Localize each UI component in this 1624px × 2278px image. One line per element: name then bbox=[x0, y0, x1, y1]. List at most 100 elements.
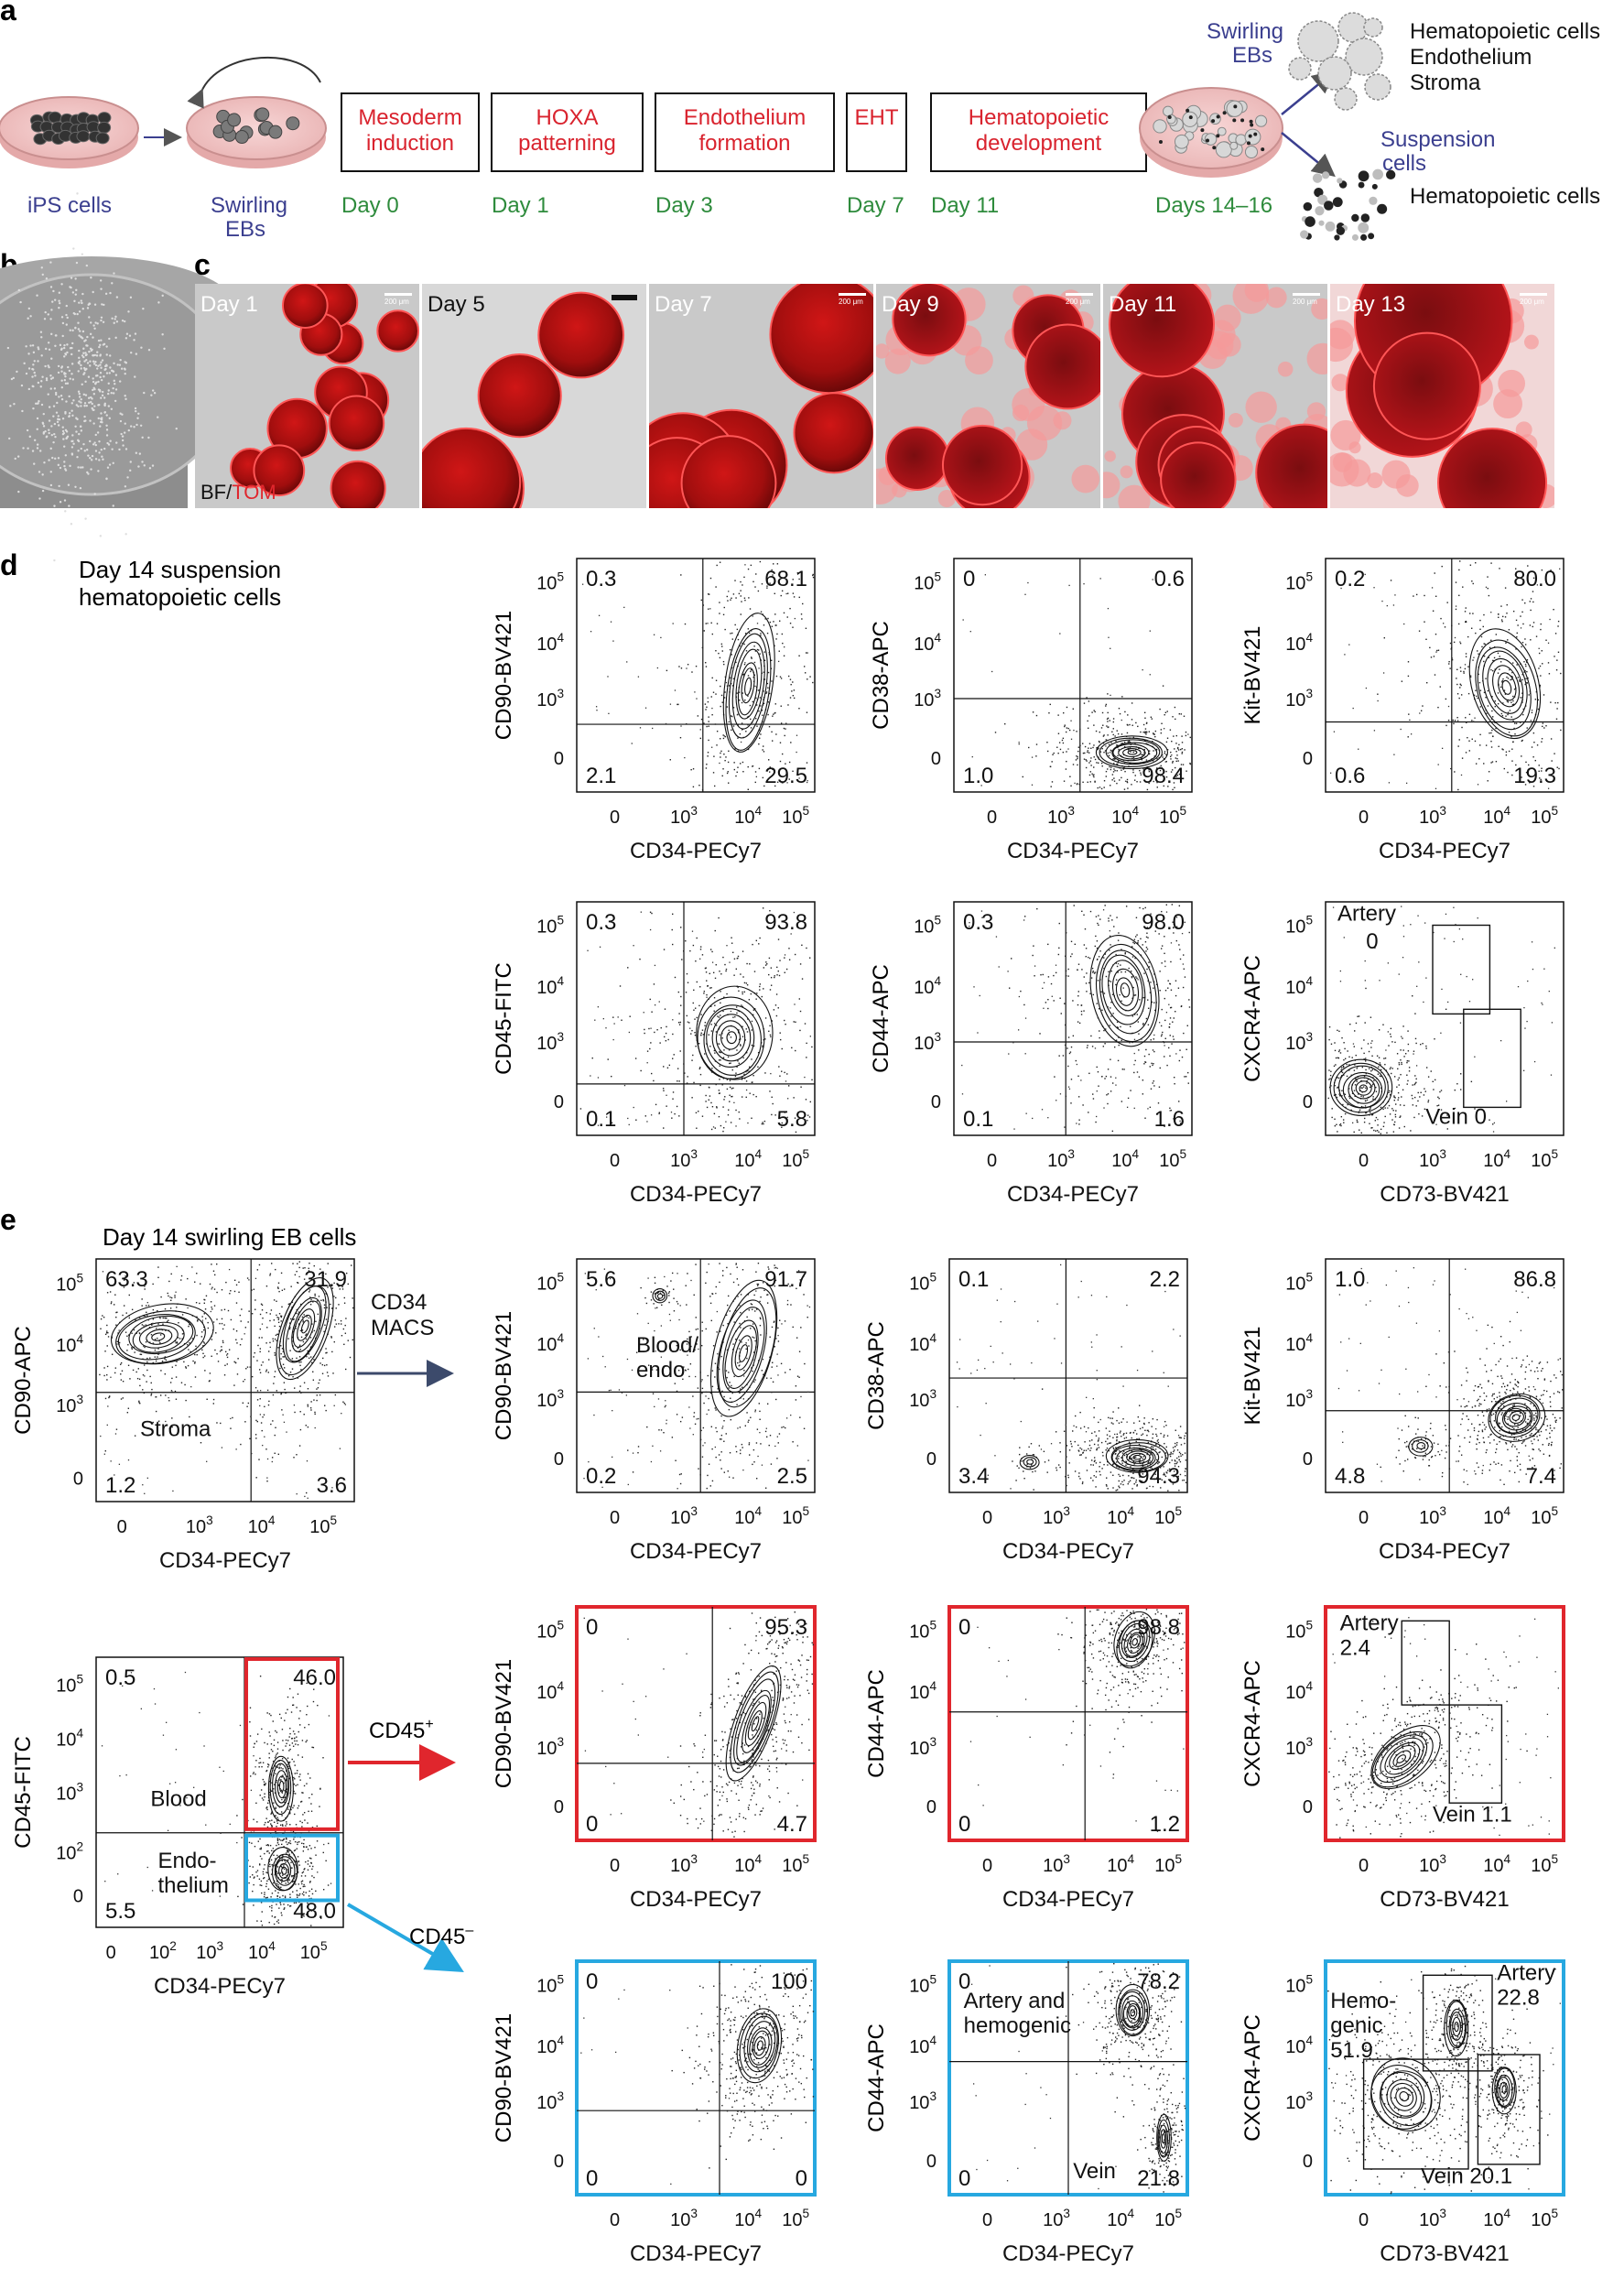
quadrant-value: 5.5 bbox=[105, 1899, 135, 1924]
contour bbox=[1450, 2012, 1464, 2041]
contour bbox=[1116, 1447, 1156, 1470]
tick-label: 0 bbox=[987, 808, 997, 828]
quadrant-value: 0 bbox=[958, 1812, 970, 1837]
contour bbox=[1130, 1452, 1147, 1462]
tick-label: 105 bbox=[782, 2207, 809, 2230]
tick-label: 105 bbox=[1285, 1619, 1313, 1643]
contour bbox=[117, 1314, 196, 1361]
tick-label: 105 bbox=[782, 1147, 809, 1171]
contour bbox=[1371, 1730, 1434, 1788]
quadrant-value: 0 bbox=[586, 1969, 598, 1994]
contour bbox=[1494, 2067, 1516, 2108]
quadrant-value: 0 bbox=[958, 1969, 970, 1994]
quadrant-value: 98.8 bbox=[1137, 1615, 1180, 1640]
contour bbox=[1495, 1397, 1539, 1435]
x-axis-label: CD73-BV421 bbox=[1380, 2241, 1509, 2266]
contour bbox=[1498, 672, 1517, 701]
quadrant-value: 46.0 bbox=[293, 1665, 336, 1690]
tick-label: 105 bbox=[1285, 1973, 1313, 1997]
tick-label: 103 bbox=[1419, 1504, 1446, 1528]
contour bbox=[1482, 650, 1528, 721]
tick-label: 0 bbox=[610, 1508, 620, 1528]
tick-label: 0 bbox=[554, 1092, 564, 1112]
quadrant-value: 3.6 bbox=[317, 1473, 347, 1498]
tick-label: 103 bbox=[196, 1939, 223, 1963]
final-day-label: Days 14–16 bbox=[1155, 193, 1272, 218]
time-tile: Day 5 bbox=[422, 284, 646, 508]
region-label: Blood bbox=[150, 1786, 206, 1811]
stage-label: EHT bbox=[855, 105, 899, 130]
contour bbox=[736, 2008, 783, 2084]
quadrant-value: 19.3 bbox=[1513, 764, 1556, 788]
quadrant-value: 0.3 bbox=[963, 910, 993, 935]
contour bbox=[285, 1296, 322, 1362]
quadrant-value: 98.4 bbox=[1142, 764, 1185, 788]
x-axis-label: CD73-BV421 bbox=[1380, 1182, 1509, 1207]
tick-label: 104 bbox=[536, 1331, 564, 1355]
y-axis-label: CD90-APC bbox=[11, 1326, 36, 1435]
final-dish-illustration bbox=[1139, 87, 1283, 178]
tick-label: 0 bbox=[554, 749, 564, 769]
plot-frame bbox=[1324, 1605, 1565, 1842]
tick-label: 103 bbox=[1043, 2207, 1070, 2230]
plot-frame bbox=[947, 1605, 1189, 1842]
tick-label: 0 bbox=[982, 1508, 992, 1528]
contour bbox=[752, 2030, 770, 2060]
contour bbox=[1390, 2082, 1417, 2111]
gate-rect bbox=[1422, 1974, 1493, 2072]
tick-label: 103 bbox=[1285, 1387, 1313, 1411]
stage-box bbox=[930, 92, 1147, 172]
tick-label: 104 bbox=[1107, 2207, 1134, 2230]
panel-letter-c: c bbox=[194, 248, 211, 281]
tick-label: 103 bbox=[1047, 804, 1075, 828]
region-label: Vein 20.1 bbox=[1421, 2164, 1512, 2188]
x-axis-label: CD34-PECy7 bbox=[1379, 1539, 1510, 1564]
contour bbox=[132, 1321, 185, 1353]
contour bbox=[709, 1279, 778, 1417]
contour bbox=[737, 662, 758, 716]
quadrant-value: 4.8 bbox=[1335, 1464, 1365, 1489]
tick-label: 103 bbox=[1419, 804, 1446, 828]
region-label: Vein 1.1 bbox=[1433, 1803, 1512, 1828]
contour bbox=[1511, 1414, 1521, 1421]
tick-label: 104 bbox=[1483, 1852, 1510, 1876]
tick-label: 0 bbox=[117, 1517, 127, 1537]
tick-label: 103 bbox=[670, 1852, 698, 1876]
contour bbox=[1380, 1737, 1424, 1778]
plot-frame bbox=[1325, 901, 1564, 1136]
tick-label: 0 bbox=[610, 1151, 620, 1171]
tick-label: 103 bbox=[670, 2207, 698, 2230]
contour bbox=[722, 1307, 765, 1394]
tick-label: 104 bbox=[536, 631, 564, 655]
contour bbox=[1497, 2077, 1510, 2101]
contour bbox=[278, 1863, 289, 1879]
contour bbox=[728, 633, 768, 739]
tick-label: 104 bbox=[1483, 804, 1510, 828]
contour bbox=[138, 1325, 179, 1349]
contour bbox=[1329, 1058, 1393, 1116]
quadrant-value: 48.0 bbox=[293, 1899, 336, 1924]
contour bbox=[267, 1755, 294, 1822]
y-axis-label: CD45-FITC bbox=[11, 1736, 36, 1849]
cd45-negative-label: CD45– bbox=[409, 1923, 473, 1949]
stage-day-label: Day 0 bbox=[341, 193, 399, 218]
x-axis-label: CD34-PECy7 bbox=[1002, 2241, 1134, 2266]
contour bbox=[703, 1004, 762, 1076]
contour bbox=[1160, 2129, 1167, 2149]
tick-label: 0 bbox=[926, 1449, 937, 1470]
quadrant-value: 0 bbox=[958, 1615, 970, 1640]
quadrant-value: 86.8 bbox=[1513, 1267, 1556, 1292]
tick-label: 0 bbox=[73, 1470, 83, 1490]
contour bbox=[725, 628, 772, 751]
tick-label: 105 bbox=[1159, 804, 1186, 828]
contour bbox=[1111, 742, 1158, 764]
tick-label: 104 bbox=[536, 974, 564, 998]
